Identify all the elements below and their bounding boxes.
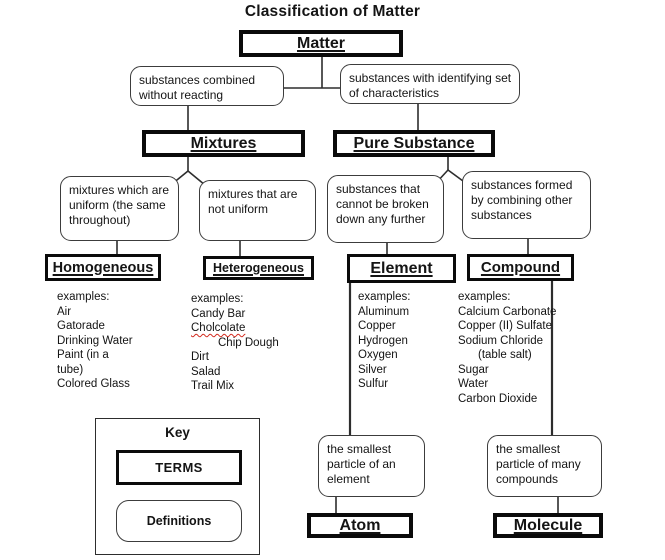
node-pure-substance: Pure Substance — [333, 130, 495, 157]
node-homogeneous: Homogeneous — [45, 254, 161, 281]
node-heterogeneous-label: Heterogeneous — [213, 261, 304, 275]
diagram-title: Classification of Matter — [244, 3, 421, 20]
example-item: Sugar — [458, 363, 489, 376]
definition-pure-substance: substances with identifying set of chara… — [340, 64, 520, 104]
example-item: Paint (in a tube) — [57, 349, 109, 376]
examples-label: examples: — [358, 291, 411, 303]
example-item: Air — [57, 305, 72, 318]
example-item: Candy Bar — [191, 307, 246, 320]
example-item: Carbon Dioxide — [458, 392, 538, 405]
node-atom-label: Atom — [339, 516, 381, 534]
node-element-label: Element — [370, 259, 433, 277]
example-item: Copper (II) Sulfate — [458, 320, 552, 332]
examples-label: examples: — [191, 293, 244, 305]
compound-examples-list: examples: Calcium Carbonate Copper (II) … — [458, 290, 578, 406]
example-item: Colored Glass — [57, 378, 130, 390]
node-matter-label: Matter — [296, 34, 345, 52]
example-item: Copper — [358, 320, 396, 332]
examples-label: examples: — [458, 291, 511, 303]
example-item: Oxygen — [358, 349, 398, 361]
heterogeneous-examples-list: examples: Candy Bar Cholcolate Chip Doug… — [191, 292, 309, 394]
example-item: Sodium Chloride — [458, 334, 544, 347]
example-item-misspelled: Cholcolate — [191, 322, 246, 334]
node-heterogeneous: Heterogeneous — [203, 256, 314, 280]
example-item: Sulfur — [358, 378, 389, 390]
definition-molecule: the smallest particle of many compounds — [487, 435, 602, 497]
example-item: Dirt — [191, 351, 209, 363]
key-terms-sample: TERMS — [116, 450, 242, 485]
example-item: Salad — [191, 365, 221, 378]
homogeneous-examples-list: examples: Air Gatorade Drinking Water Pa… — [57, 290, 155, 392]
key-definitions-sample: Definitions — [116, 500, 242, 542]
example-item: Calcium Carbonate — [458, 305, 557, 318]
node-molecule: Molecule — [493, 513, 603, 538]
node-compound: Compound — [467, 254, 574, 281]
example-item: Hydrogen — [358, 334, 408, 347]
definition-atom: the smallest particle of an element — [318, 435, 425, 497]
example-item: Trail Mix — [191, 380, 235, 392]
definition-heterogeneous: mixtures that are not uniform — [199, 180, 316, 241]
key-legend: Key TERMS Definitions — [95, 418, 260, 555]
node-mixtures: Mixtures — [142, 130, 305, 157]
examples-label: examples: — [57, 291, 110, 303]
key-title: Key — [165, 425, 190, 440]
node-element: Element — [347, 254, 456, 283]
example-item: (table salt) — [478, 349, 532, 361]
definition-element: substances that cannot be broken down an… — [327, 175, 444, 243]
definition-homogeneous: mixtures which are uniform (the same thr… — [60, 176, 179, 241]
node-matter: Matter — [239, 30, 403, 57]
example-item: Silver — [358, 363, 387, 376]
node-atom: Atom — [307, 513, 413, 538]
node-homogeneous-label: Homogeneous — [52, 259, 154, 276]
node-mixtures-label: Mixtures — [190, 134, 257, 152]
node-compound-label: Compound — [480, 259, 561, 276]
example-item: Chip Dough — [218, 336, 279, 349]
element-examples-list: examples: Aluminum Copper Hydrogen Oxyge… — [358, 290, 448, 392]
example-item: Gatorade — [57, 320, 105, 332]
example-item: Aluminum — [358, 305, 410, 318]
definition-compound: substances formed by combining other sub… — [462, 171, 591, 239]
node-pure-substance-label: Pure Substance — [353, 134, 475, 152]
example-item: Water — [458, 378, 489, 390]
node-molecule-label: Molecule — [513, 516, 583, 534]
definition-mixtures: substances combined without reacting — [130, 66, 284, 106]
example-item: Drinking Water — [57, 334, 133, 347]
